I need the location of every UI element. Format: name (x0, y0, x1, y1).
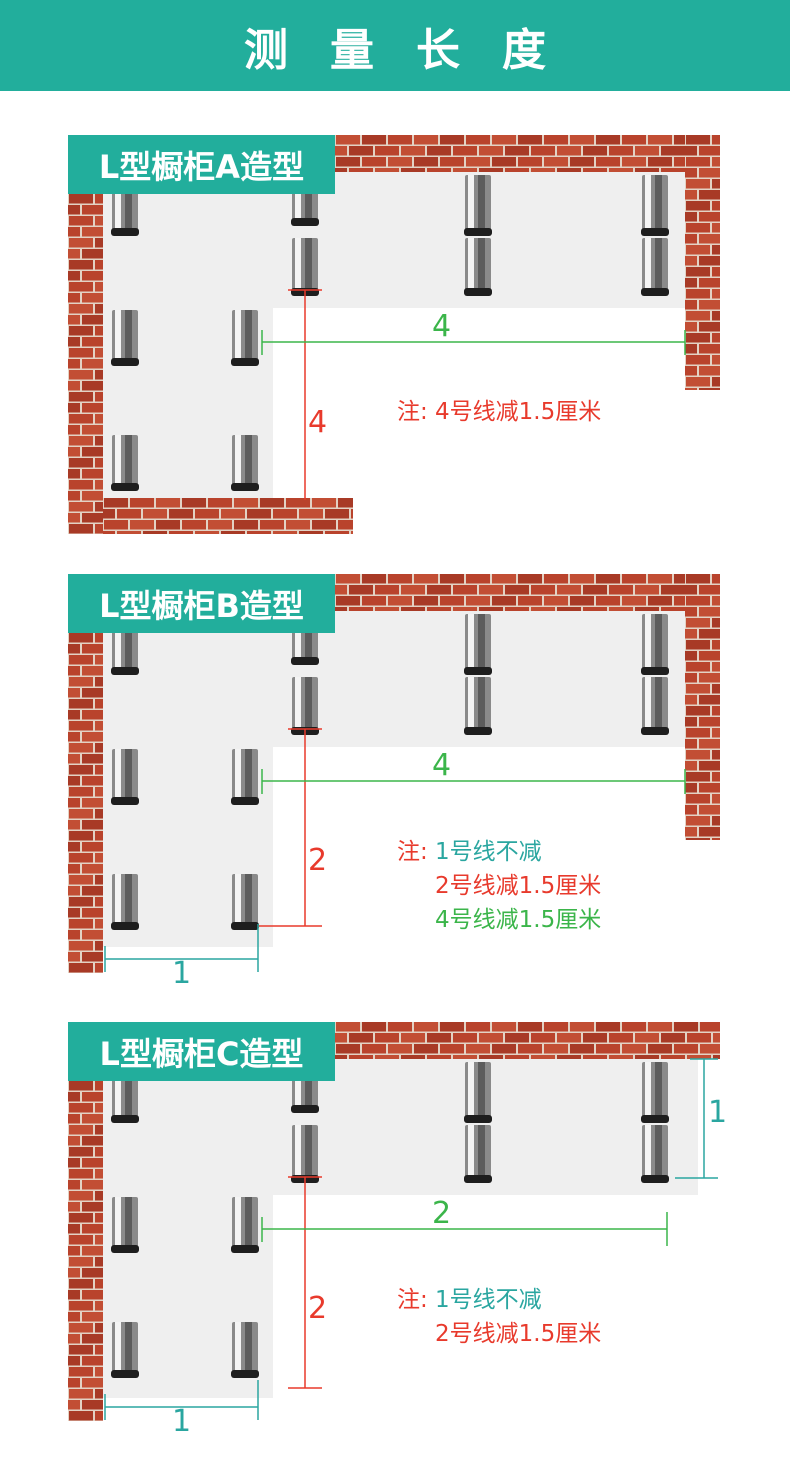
note-line: 4号线减1.5厘米 (435, 907, 602, 933)
cabinet-leg (641, 614, 669, 675)
note-line: 1号线不减 (435, 839, 542, 865)
section-label: L型橱柜B造型 (68, 574, 335, 633)
cabinet-leg (464, 175, 492, 236)
page-title: 测量长度 (244, 24, 588, 76)
cabinet-leg (464, 1125, 492, 1183)
floor-area (103, 611, 685, 747)
cabinet-leg (641, 238, 669, 296)
brick-wall (68, 172, 103, 534)
note-prefix: 注: (397, 399, 428, 425)
section-label: L型橱柜C造型 (68, 1022, 335, 1081)
note-line: 2号线减1.5厘米 (435, 1321, 602, 1347)
note-line: 2号线减1.5厘米 (435, 873, 602, 899)
diagram-a (68, 135, 720, 534)
cabinet-leg (111, 1197, 139, 1253)
cabinet-leg (641, 1062, 669, 1123)
diagram-c (68, 1022, 720, 1421)
dimension-label-teal: 1 (172, 1404, 192, 1439)
dimension-label-teal-right: 1 (708, 1095, 728, 1130)
cabinet-leg (464, 614, 492, 675)
cabinet-leg (231, 435, 259, 491)
note-prefix: 注: (397, 1287, 428, 1313)
section-cabinet-c: L型橱柜C造型 2 2 1 1 注: 1号线不减 2号线减1.5厘米 (0, 1022, 790, 1437)
brick-wall (68, 1059, 103, 1421)
cabinet-leg (111, 435, 139, 491)
cabinet-leg (464, 238, 492, 296)
dimension-label-green: 2 (432, 1196, 452, 1231)
floor-area (103, 1059, 698, 1195)
header-bar: 测量长度 (0, 0, 790, 91)
dimension-label-red: 2 (308, 1291, 328, 1326)
note-line: 1号线不减 (435, 1287, 542, 1313)
cabinet-leg (291, 677, 319, 735)
cabinet-leg (464, 1062, 492, 1123)
cabinet-leg (291, 238, 319, 296)
cabinet-leg (111, 749, 139, 805)
cabinet-leg (111, 1322, 139, 1378)
cabinet-leg (464, 677, 492, 735)
note-prefix: 注: (397, 839, 428, 865)
cabinet-leg (111, 310, 139, 366)
cabinet-leg (231, 874, 259, 930)
dimension-label-green: 4 (432, 748, 452, 783)
dimension-label-red: 2 (308, 843, 328, 878)
brick-wall (335, 1022, 720, 1059)
cabinet-leg (641, 175, 669, 236)
diagram-b (68, 574, 720, 973)
dimension-label-red: 4 (308, 405, 328, 440)
cabinet-leg (641, 677, 669, 735)
note-line: 4号线减1.5厘米 (435, 399, 602, 425)
note-block: 注: 1号线不减 2号线减1.5厘米 4号线减1.5厘米 (397, 835, 601, 937)
brick-wall (68, 611, 103, 973)
cabinet-leg (641, 1125, 669, 1183)
floor-area (103, 172, 685, 308)
brick-wall (335, 135, 720, 172)
cabinet-leg (111, 874, 139, 930)
section-cabinet-a: L型橱柜A造型 4 4 注: 4号线减1.5厘米 (0, 135, 790, 545)
cabinet-leg (231, 749, 259, 805)
brick-wall (335, 574, 720, 611)
note-block: 注: 4号线减1.5厘米 (397, 395, 601, 429)
dimension-label-teal: 1 (172, 956, 192, 991)
cabinet-leg (231, 310, 259, 366)
brick-wall (685, 135, 720, 390)
brick-wall (685, 574, 720, 840)
note-block: 注: 1号线不减 2号线减1.5厘米 (397, 1283, 601, 1351)
section-label: L型橱柜A造型 (68, 135, 335, 194)
cabinet-leg (231, 1322, 259, 1378)
dimension-label-green: 4 (432, 309, 452, 344)
cabinet-leg (291, 1125, 319, 1183)
cabinet-leg (231, 1197, 259, 1253)
section-cabinet-b: L型橱柜B造型 2 4 1 注: 1号线不减 2号线减1.5厘米 4号线减1.5厘… (0, 574, 790, 989)
brick-wall (103, 498, 353, 534)
